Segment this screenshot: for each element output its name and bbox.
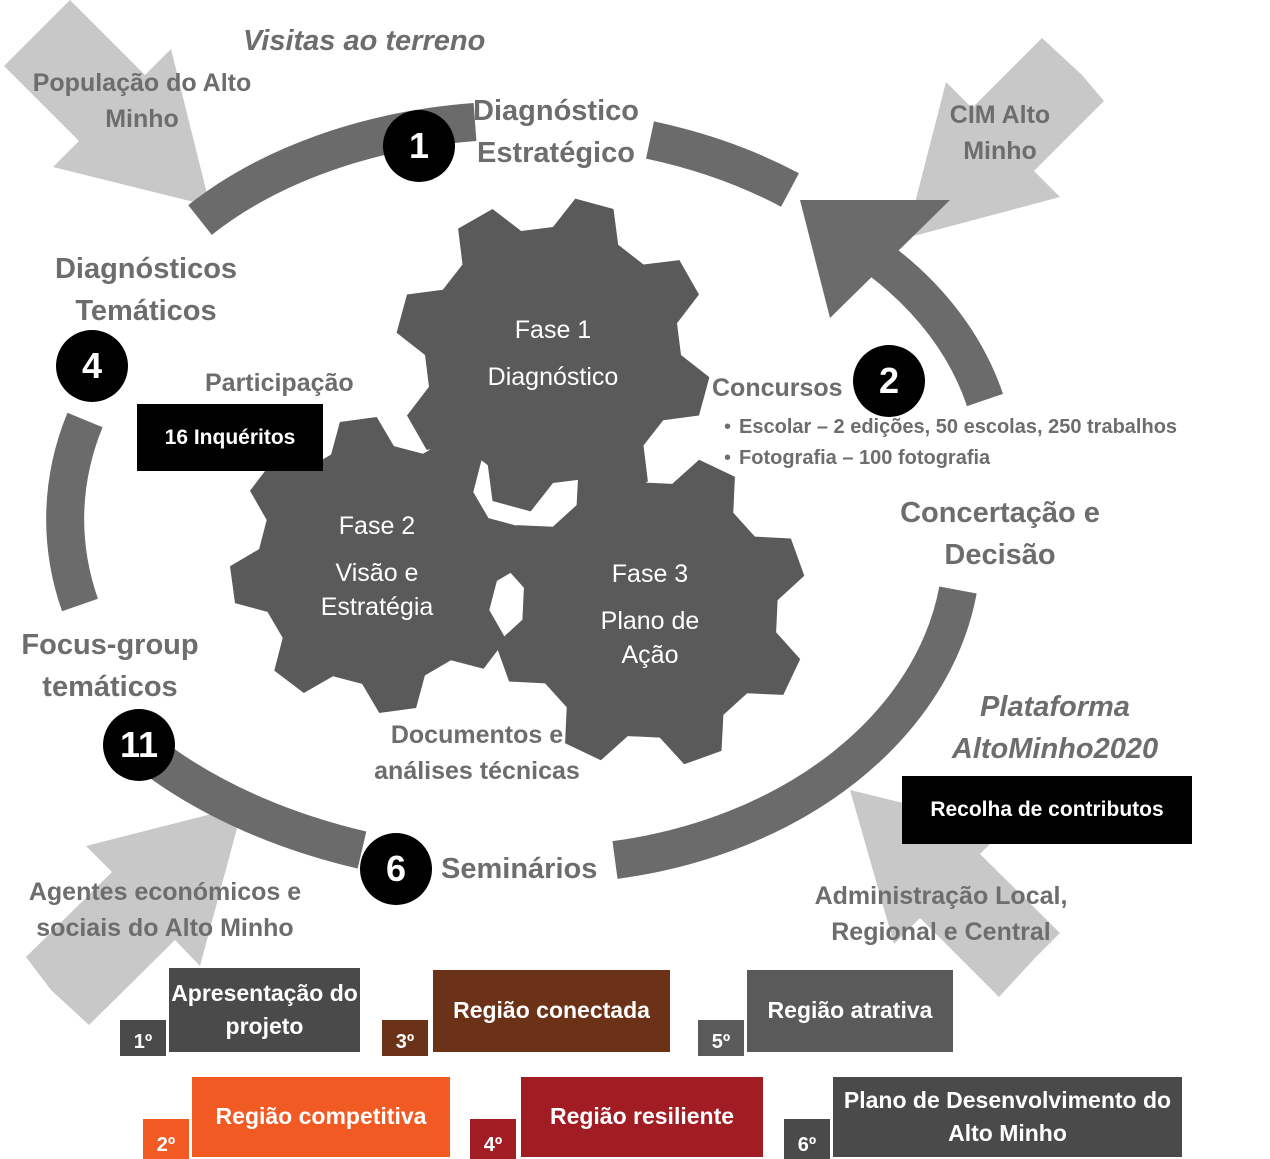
label-concursos: Concursos — [712, 374, 843, 402]
label-diagnostico-estrategico: Diagnóstico Estratégico — [473, 95, 639, 170]
label-focus-group: Focus-group temáticos — [21, 629, 199, 704]
label-concertacao-decisao: Concertação e Decisão — [900, 497, 1100, 572]
seminar-3-number: 3º — [382, 1020, 428, 1056]
count-circle-11: 11 — [103, 709, 175, 781]
seminar-4: 4º Região resiliente — [470, 1077, 763, 1159]
gear-3-phase: Fase 3 — [611, 560, 689, 588]
gear-3 — [495, 455, 805, 765]
ring-segment-bottom-right — [612, 586, 977, 879]
label-administracao: Administração Local, Regional e Central — [814, 882, 1068, 947]
label-populacao: População do Alto Minho — [32, 69, 252, 134]
seminar-4-label: Região resiliente — [521, 1077, 763, 1157]
concursos-item: •Escolar – 2 edições, 50 escolas, 250 tr… — [724, 416, 1178, 438]
concursos-item-text: Escolar – 2 edições, 50 escolas, 250 tra… — [739, 416, 1178, 438]
label-diagnosticos-tematicos: Diagnósticos Temáticos — [54, 253, 238, 328]
gear-1 — [396, 198, 710, 512]
ring-segment-left — [46, 412, 103, 612]
count-circle-6: 6 — [360, 833, 432, 905]
label-seminarios: Seminários — [441, 853, 598, 885]
gear-1-text: Fase 1 Diagnóstico — [448, 314, 658, 395]
input-arrow-cim — [906, 38, 1104, 238]
gear-3-text: Fase 3 Plano de Ação — [545, 558, 755, 672]
box-recolha-contributos: Recolha de contributos — [902, 776, 1192, 844]
ring-arrowhead — [800, 200, 950, 318]
seminar-5: 5º Região atrativa — [698, 970, 956, 1056]
input-arrow-populacao — [4, 0, 210, 206]
label-participacao: Participação — [205, 369, 354, 397]
seminar-6: 6º Plano de Desenvolvimento do Alto Minh… — [784, 1077, 1182, 1159]
box-inqueritos: 16 Inquéritos — [137, 404, 323, 471]
gear-1-phase: Fase 1 — [514, 316, 592, 344]
ring-segment-bottom-left — [148, 746, 367, 869]
seminar-2: 2º Região competitiva — [143, 1077, 450, 1159]
seminar-4-number: 4º — [470, 1119, 516, 1159]
seminar-1-label: Apresentação do projeto — [169, 968, 360, 1052]
count-circle-1: 1 — [383, 110, 455, 182]
gear-2 — [230, 417, 526, 713]
label-agentes: Agentes económicos e sociais do Alto Min… — [28, 878, 302, 943]
seminar-5-number: 5º — [698, 1020, 744, 1056]
label-documentos: Documentos e análises técnicas — [374, 721, 580, 786]
seminar-3: 3º Região conectada — [382, 970, 670, 1056]
seminar-3-label: Região conectada — [433, 970, 670, 1052]
seminar-2-label: Região competitiva — [192, 1077, 450, 1157]
gear-3-name: Plano de Ação — [600, 606, 700, 669]
seminar-2-number: 2º — [143, 1119, 189, 1159]
gear-2-text: Fase 2 Visão e Estratégia — [272, 510, 482, 624]
seminar-5-label: Região atrativa — [747, 970, 953, 1052]
count-circle-2: 2 — [853, 345, 925, 417]
concursos-item: •Fotografia – 100 fotografia — [724, 447, 991, 469]
input-arrow-agentes — [26, 806, 243, 1025]
label-plataforma: Plataforma AltoMinho2020 — [951, 691, 1159, 766]
gear-2-phase: Fase 2 — [338, 512, 416, 540]
title-visitas-ao-terreno: Visitas ao terreno — [243, 25, 486, 57]
seminar-6-number: 6º — [784, 1119, 830, 1159]
ring-segment-right — [868, 244, 1004, 407]
label-cim: CIM Alto Minho — [949, 101, 1051, 166]
concursos-item-text: Fotografia – 100 fotografia — [739, 447, 991, 469]
gear-2-name: Visão e Estratégia — [320, 558, 434, 621]
count-circle-4: 4 — [56, 330, 128, 402]
ring-segment-top-right — [645, 121, 799, 207]
seminar-6-label: Plano de Desenvolvimento do Alto Minho — [833, 1077, 1182, 1157]
seminar-1: 1º Apresentação do projeto — [120, 968, 360, 1056]
seminar-1-number: 1º — [120, 1020, 166, 1056]
gear-1-name: Diagnóstico — [487, 362, 619, 391]
concursos-list: •Escolar – 2 edições, 50 escolas, 250 tr… — [724, 412, 1177, 474]
